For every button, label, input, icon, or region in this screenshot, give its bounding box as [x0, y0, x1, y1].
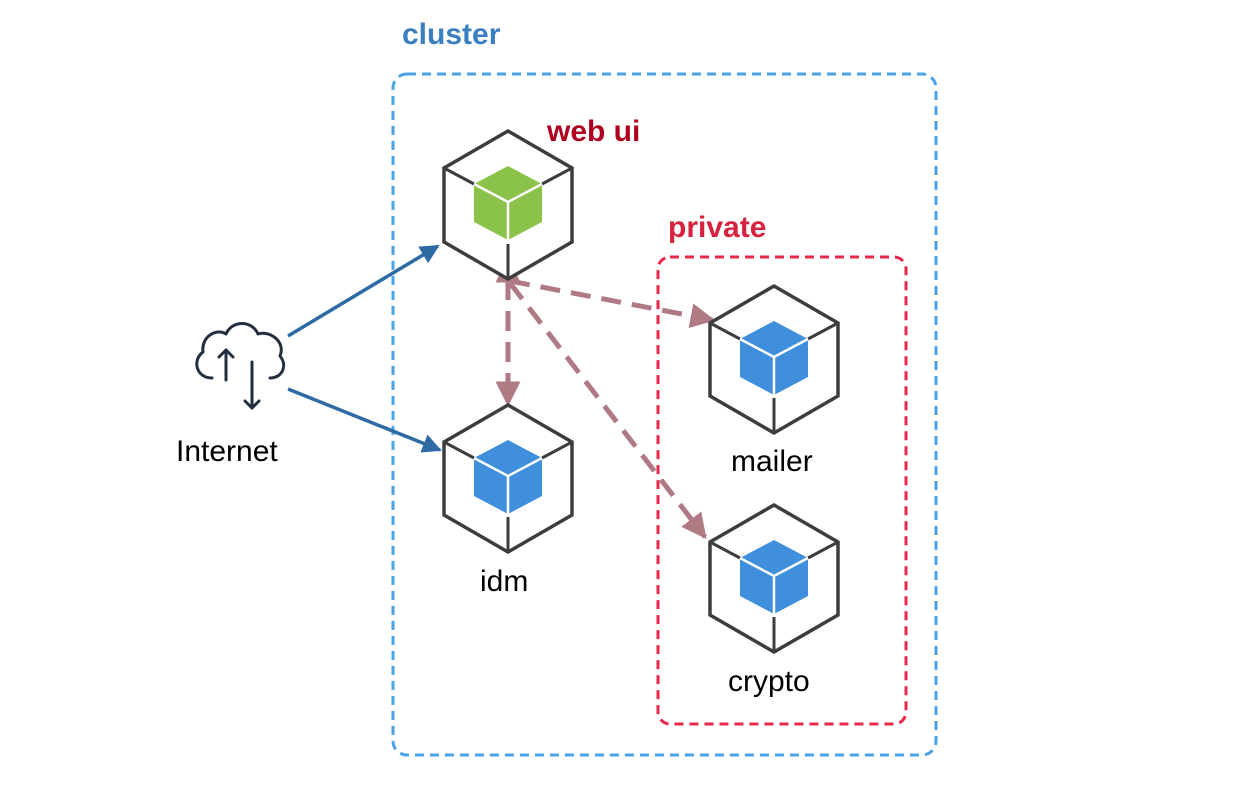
- idm-label: idm: [480, 565, 529, 598]
- private-group-label: private: [668, 211, 767, 244]
- container-cube-icon: [473, 166, 543, 240]
- webui-node-label: web ui: [547, 115, 641, 148]
- edge-webui-crypto: [508, 281, 707, 539]
- edge-internet-idm: [287, 387, 442, 453]
- crypto-label: crypto: [728, 665, 810, 698]
- cloud-upload-download-icon: [195, 322, 286, 410]
- idm-node[interactable]: [442, 402, 574, 555]
- internet-label: Internet: [176, 435, 278, 468]
- container-cube-icon: [739, 321, 809, 395]
- edge-webui-mailer: [509, 278, 716, 329]
- private-boundary: [656, 255, 908, 726]
- cluster-group-label: cluster: [402, 18, 501, 51]
- cluster-boundary: [391, 72, 938, 757]
- mailer-label: mailer: [731, 445, 813, 478]
- mailer-node[interactable]: [708, 283, 840, 436]
- edge-internet-webui: [287, 244, 440, 338]
- webui-node[interactable]: [442, 128, 574, 282]
- crypto-node[interactable]: [708, 502, 840, 655]
- container-cube-icon: [473, 440, 543, 514]
- container-cube-icon: [739, 540, 809, 614]
